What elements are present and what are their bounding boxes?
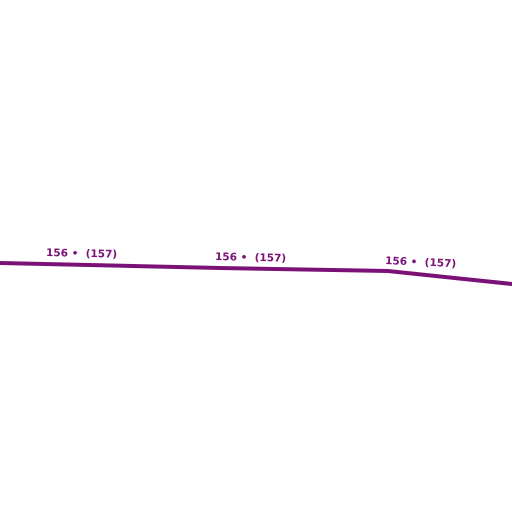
route-label-2: 156 • (157) (215, 251, 286, 265)
road-route-156[interactable] (0, 261, 512, 286)
route-label-1: 156 • (157) (46, 247, 117, 261)
route-label-3: 156 • (157) (385, 255, 457, 270)
